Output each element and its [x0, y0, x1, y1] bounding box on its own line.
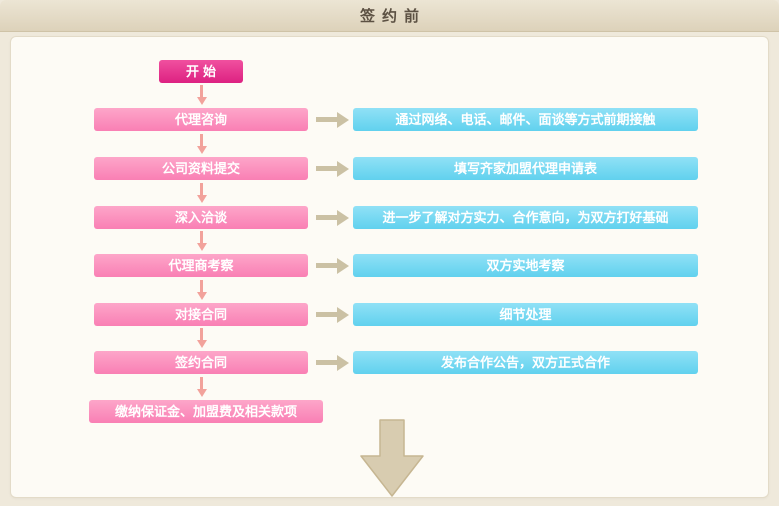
section-title: 签约前 [359, 8, 426, 25]
arrow-stem [200, 328, 203, 340]
detail-node-contract-align: 细节处理 [353, 303, 698, 326]
right-arrow-icon [316, 254, 350, 277]
arrow-tip [337, 209, 349, 226]
arrow-head [196, 340, 207, 348]
arrow-stem [200, 231, 203, 243]
flowchart-panel: 开始 代理咨询 通过网络、电话、邮件、面谈等方式前期接触 公司资料提交 填写齐家… [10, 36, 769, 498]
arrow-bar [316, 166, 337, 171]
right-arrow-icon [316, 351, 350, 374]
right-arrow-icon [316, 206, 350, 229]
detail-node-negotiation: 进一步了解对方实力、合作意向，为双方打好基础 [353, 206, 698, 229]
final-node-payment: 缴纳保证金、加盟费及相关款项 [89, 400, 323, 423]
detail-node-inspection: 双方实地考察 [353, 254, 698, 277]
down-arrow-icon [196, 183, 207, 204]
step-node-negotiation: 深入洽谈 [94, 206, 308, 229]
arrow-stem [200, 183, 203, 195]
step-node-signing: 签约合同 [94, 351, 308, 374]
detail-node-signing: 发布合作公告，双方正式合作 [353, 351, 698, 374]
arrow-bar [316, 360, 337, 365]
step-node-materials: 公司资料提交 [94, 157, 308, 180]
start-node: 开始 [159, 60, 243, 83]
arrow-head [196, 97, 207, 105]
down-arrow-icon [196, 280, 207, 301]
arrow-bar [316, 263, 337, 268]
arrow-head [196, 243, 207, 251]
step-node-inspection: 代理商考察 [94, 254, 308, 277]
down-arrow-icon [196, 134, 207, 155]
step-node-consult: 代理咨询 [94, 108, 308, 131]
arrow-tip [337, 160, 349, 177]
down-arrow-icon [196, 377, 207, 398]
arrow-head [196, 195, 207, 203]
arrow-tip [337, 257, 349, 274]
down-arrow-icon [196, 85, 207, 106]
arrow-bar [316, 215, 337, 220]
down-arrow-icon [196, 231, 207, 252]
arrow-stem [200, 377, 203, 389]
arrow-stem [200, 134, 203, 146]
right-arrow-icon [316, 108, 350, 131]
arrow-head [196, 389, 207, 397]
detail-node-consult: 通过网络、电话、邮件、面谈等方式前期接触 [353, 108, 698, 131]
down-arrow-icon [196, 328, 207, 349]
arrow-tip [337, 306, 349, 323]
arrow-bar [316, 312, 337, 317]
arrow-bar [316, 117, 337, 122]
arrow-head [196, 146, 207, 154]
big-down-arrow-icon [360, 419, 424, 497]
arrow-tip [337, 354, 349, 371]
right-arrow-icon [316, 157, 350, 180]
section-header: 签约前 [0, 0, 779, 32]
arrow-head [196, 292, 207, 300]
arrow-tip [337, 111, 349, 128]
detail-node-materials: 填写齐家加盟代理申请表 [353, 157, 698, 180]
right-arrow-icon [316, 303, 350, 326]
arrow-stem [200, 280, 203, 292]
step-node-contract-align: 对接合同 [94, 303, 308, 326]
arrow-stem [200, 85, 203, 97]
